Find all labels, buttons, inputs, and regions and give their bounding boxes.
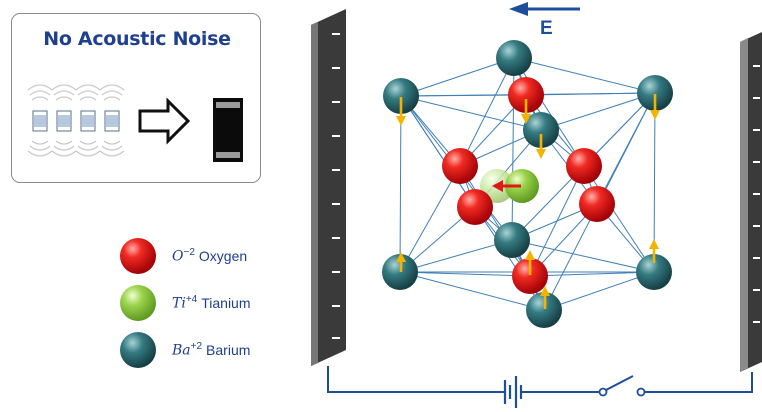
electric-field-label: E <box>540 18 553 39</box>
acoustic-noise-panel: No Acoustic Noise <box>11 13 261 183</box>
switch-icon <box>598 375 646 397</box>
titanium-atom <box>505 169 539 203</box>
oxygen-atom-icon <box>120 238 156 274</box>
titanium-atom-icon <box>120 285 156 321</box>
barium-atom <box>496 40 532 76</box>
mlcc-chips <box>32 110 120 132</box>
right-electrode-plate <box>740 32 762 372</box>
oxygen-atom <box>508 77 544 113</box>
barium-atom <box>523 112 559 148</box>
barium-atom-icon <box>120 332 156 368</box>
panel-title: No Acoustic Noise <box>43 28 231 50</box>
oxygen-atom <box>442 148 478 184</box>
left-electrode-plate <box>311 9 346 366</box>
right-arrow-icon <box>138 97 191 145</box>
capacitor-comparison-graphic <box>27 84 243 162</box>
titanium-displacement-arrow <box>492 180 521 192</box>
polarization-arrows <box>396 94 660 309</box>
oxygen-atom <box>566 148 602 184</box>
barium-atom <box>494 222 530 258</box>
barium-atom <box>383 78 419 114</box>
lattice-atoms <box>382 40 673 328</box>
barium-atom <box>526 292 562 328</box>
circuit-wire <box>327 366 753 393</box>
vibration-waves <box>27 84 125 157</box>
oxygen-atom <box>512 258 548 294</box>
barium-atom <box>636 254 672 290</box>
barium-atom <box>637 75 673 111</box>
battery-icon <box>503 376 523 408</box>
oxygen-atom <box>579 186 615 222</box>
oxygen-atom <box>457 189 493 225</box>
electric-field-arrow <box>509 2 580 16</box>
polymer-capacitor <box>213 98 243 162</box>
